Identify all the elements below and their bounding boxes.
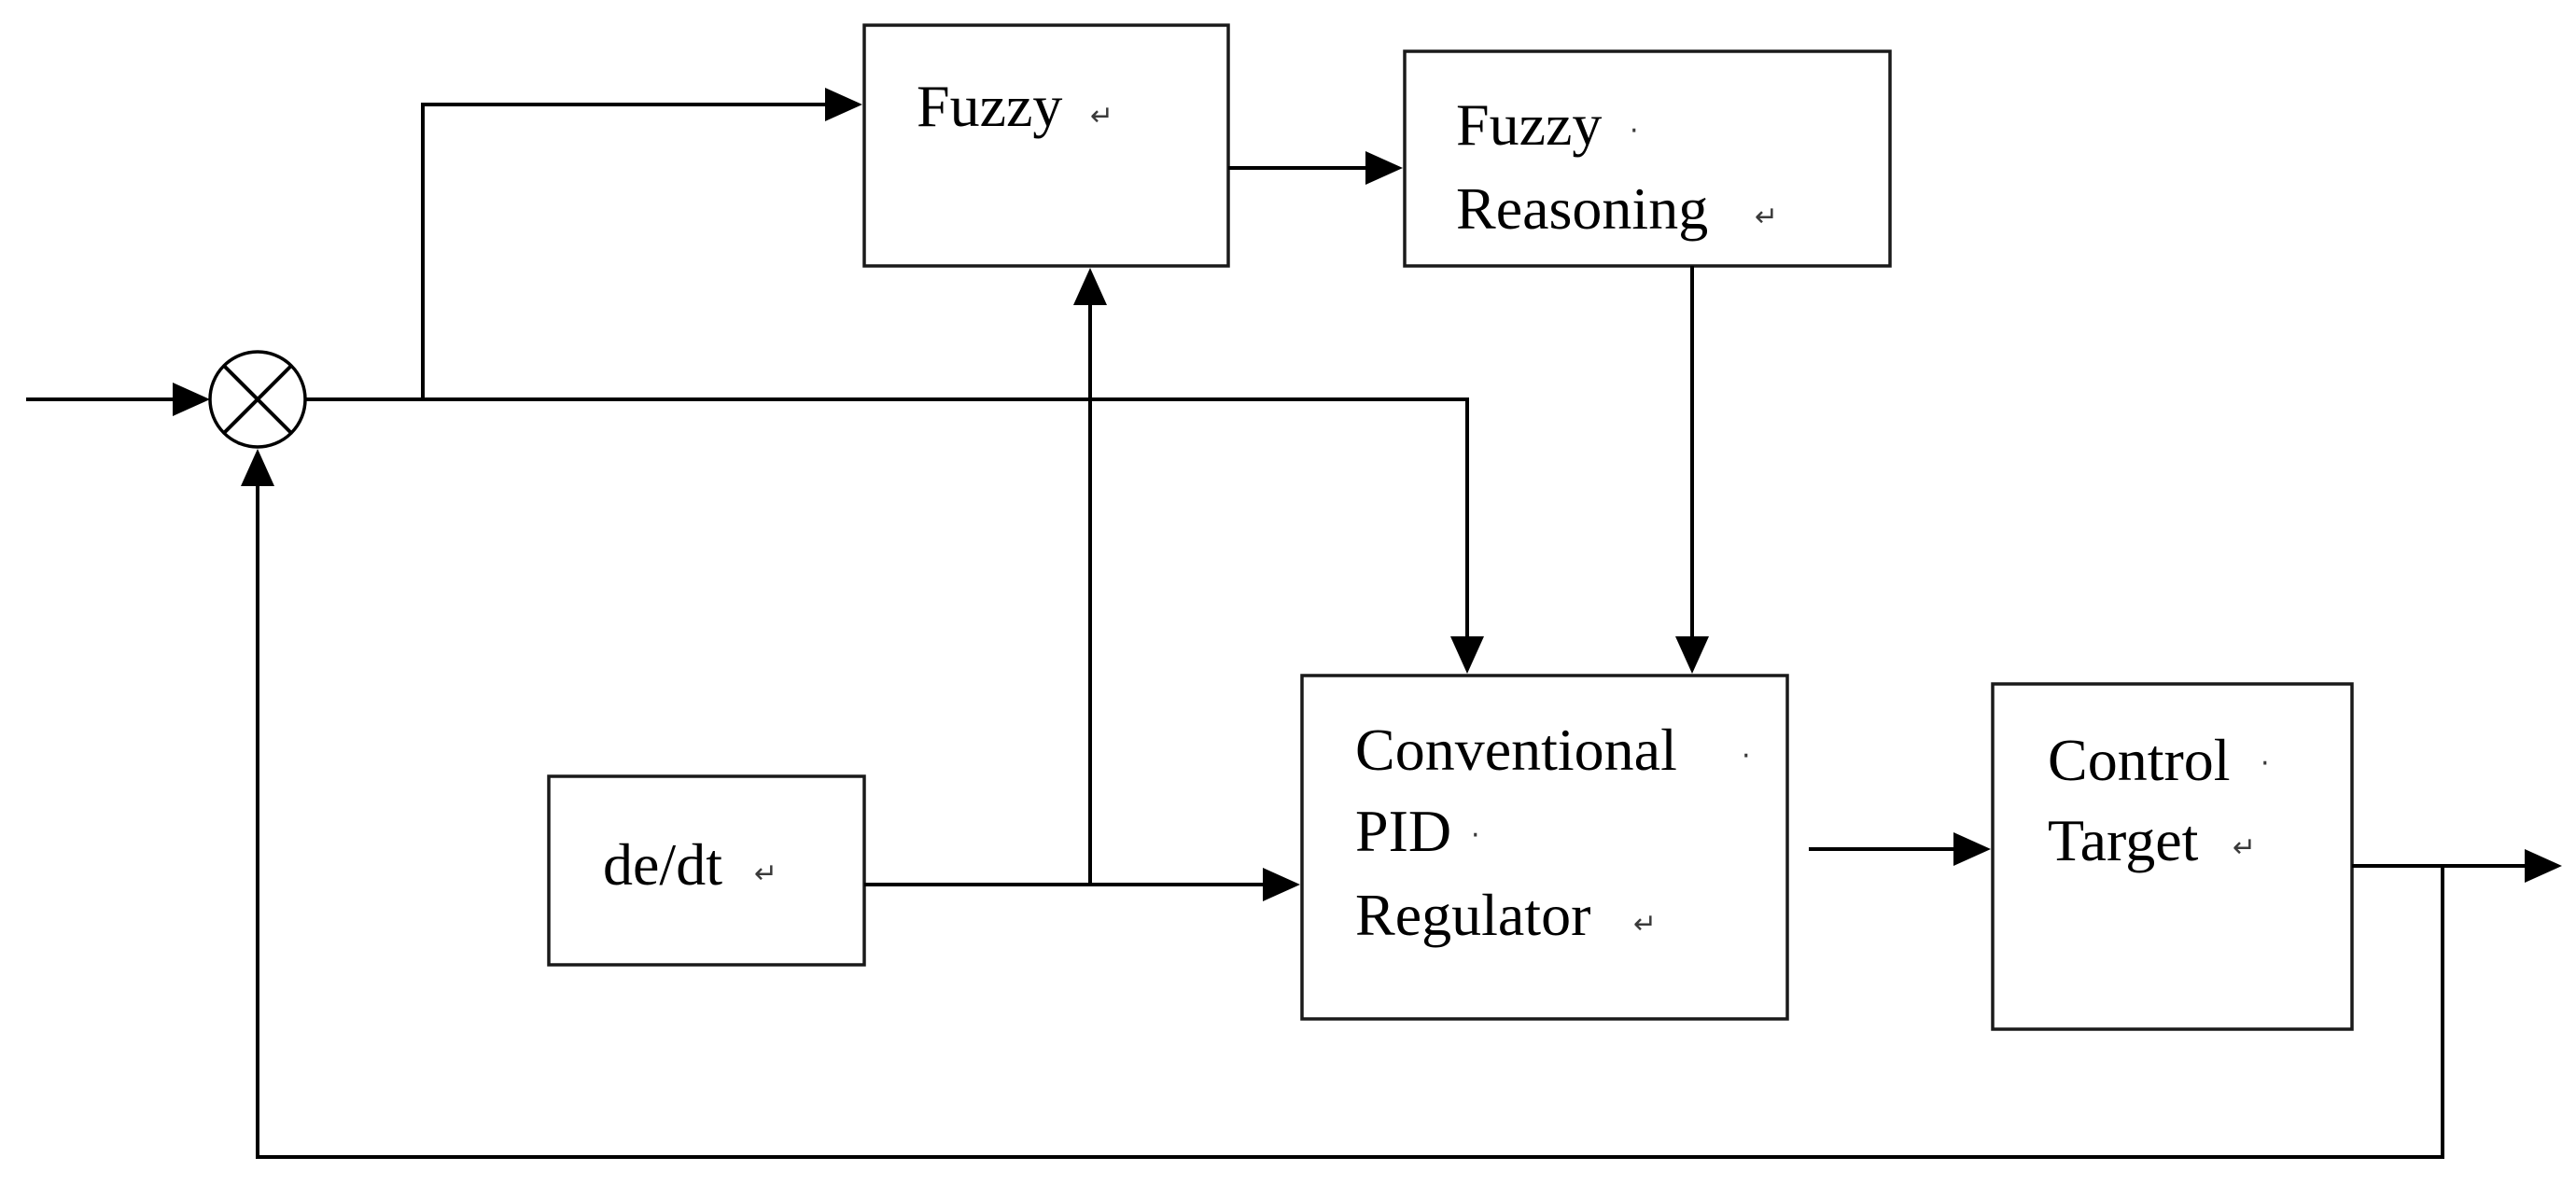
pid-regulator-label-line2: PID xyxy=(1355,798,1451,864)
pid-regulator-label-line1: Conventional xyxy=(1355,717,1677,783)
summing-junction xyxy=(208,350,307,449)
control-target-label-line1: Control xyxy=(2048,727,2231,793)
control-target-return-mark: ↵ xyxy=(2233,831,2256,864)
reference-input-arrow xyxy=(26,383,210,416)
pid-regulator-return-mark: ↵ xyxy=(1633,908,1657,941)
reasoning-to-pid-arrow xyxy=(1675,266,1709,674)
fuzzy-block: Fuzzy ↵ xyxy=(862,23,1230,268)
feedback-path-arrow xyxy=(241,449,2444,1159)
fuzzy-reasoning-space-mark: · xyxy=(1630,115,1639,147)
control-target-label-line2: Target xyxy=(2048,807,2199,873)
system-output-arrow xyxy=(2352,849,2562,883)
fuzzy-to-reasoning-arrow xyxy=(1228,151,1403,185)
de-dt-block-label: de/dt xyxy=(603,831,722,898)
pid-regulator-space-mark-1: · xyxy=(1742,740,1751,773)
control-target-block: Control · Target ↵ xyxy=(1991,682,2354,1031)
fuzzy-block-label: Fuzzy xyxy=(917,73,1062,139)
de-dt-to-pid-arrow xyxy=(864,868,1300,901)
pid-to-target-arrow xyxy=(1809,832,1991,866)
fuzzy-reasoning-label-line1: Fuzzy xyxy=(1456,91,1602,158)
error-signal-to-pid-arrow xyxy=(305,397,1484,674)
de-dt-return-mark: ↵ xyxy=(754,857,777,890)
fuzzy-reasoning-return-mark: ↵ xyxy=(1755,201,1778,233)
fuzzy-reasoning-block: Fuzzy · Reasoning ↵ xyxy=(1403,49,1892,268)
de-dt-block: de/dt ↵ xyxy=(547,774,866,967)
summing-junction-cross-line-2 xyxy=(222,364,293,435)
control-target-space-mark: · xyxy=(2261,747,2270,780)
error-signal-to-fuzzy-arrow xyxy=(421,88,862,399)
pid-regulator-block: Conventional · PID · Regulator ↵ xyxy=(1300,674,1789,1021)
pid-regulator-space-mark-2: · xyxy=(1471,819,1480,852)
pid-regulator-label-line3: Regulator xyxy=(1355,882,1590,948)
fuzzy-return-mark: ↵ xyxy=(1090,100,1113,132)
de-dt-to-fuzzy-arrow xyxy=(1073,268,1107,885)
fuzzy-reasoning-label-line2: Reasoning xyxy=(1456,175,1708,242)
